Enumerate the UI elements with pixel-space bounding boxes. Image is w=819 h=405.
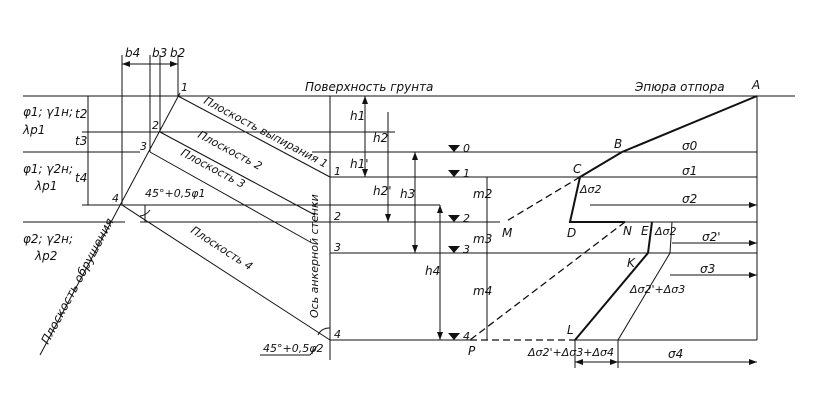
level-3: 3 xyxy=(463,243,470,256)
level-1: 1 xyxy=(463,167,470,180)
sigma-2p: σ2' xyxy=(702,230,721,244)
layer-3-label: φ2; γ2н; xyxy=(23,232,73,246)
angle-2-leader xyxy=(260,327,331,356)
sigma-1: σ1 xyxy=(682,164,697,178)
thin-line-E xyxy=(669,221,673,254)
angle-2-label: 45°+0,5φ2 xyxy=(263,342,323,355)
dim-t2: t2 xyxy=(75,107,87,121)
level-markers xyxy=(448,145,460,340)
horizontal-lines xyxy=(23,95,795,341)
level-4: 4 xyxy=(463,330,470,343)
angle-1-label: 45°+0,5φ1 xyxy=(145,187,205,200)
level-2: 2 xyxy=(463,212,470,225)
point-A: A xyxy=(751,78,760,92)
diagram-outline-upper xyxy=(568,95,758,223)
plane-1-line xyxy=(177,95,331,178)
delta-sigma-234: Δσ2'+Δσ3+Δσ4 xyxy=(527,346,614,359)
dim-t4: t4 xyxy=(75,171,87,185)
wall-point-3: 3 xyxy=(334,241,341,254)
plane-4-label: Плоскость 4 xyxy=(188,224,255,274)
wall-axis-label: Ось анкерной стенки xyxy=(308,194,321,318)
layer-1-label: φ1; γ1н; xyxy=(23,105,73,119)
dim-b3: b3 xyxy=(152,46,167,60)
layer-2-label: φ1; γ2н; xyxy=(23,162,73,176)
sigma-3: σ3 xyxy=(700,262,715,276)
point-3: 3 xyxy=(140,140,147,153)
ground-surface-label: Поверхность грунта xyxy=(305,80,433,94)
line-N-P xyxy=(469,221,626,341)
wall-point-1: 1 xyxy=(334,165,341,178)
dim-m2: m2 xyxy=(473,187,492,201)
point-E: E xyxy=(641,224,649,238)
plane-4-line xyxy=(121,204,331,341)
plane-3-line xyxy=(149,151,313,244)
sigma-0: σ0 xyxy=(682,139,698,153)
level-0: 0 xyxy=(463,142,470,155)
sigma-2: σ2 xyxy=(682,192,697,206)
point-2: 2 xyxy=(152,119,159,132)
dim-b4: b4 xyxy=(125,46,140,60)
dim-b2: b2 xyxy=(170,46,185,60)
sigma-4: σ4 xyxy=(668,347,683,361)
delta-sigma-2b: Δσ2 xyxy=(654,225,677,238)
angle-1-mark xyxy=(139,205,151,222)
point-C: C xyxy=(573,162,582,176)
dim-m3: m3 xyxy=(473,232,492,246)
dim-h4: h4 xyxy=(425,264,440,278)
thin-line-K-L xyxy=(617,252,671,341)
point-L: L xyxy=(567,323,574,337)
point-1: 1 xyxy=(181,81,188,94)
point-M: M xyxy=(502,226,513,240)
layer-3b-label: λp2 xyxy=(34,249,57,263)
dim-h1: h1 xyxy=(350,109,365,123)
delta-sigma-2: Δσ2 xyxy=(579,183,602,196)
point-K: K xyxy=(627,256,636,270)
dim-h1p: h1' xyxy=(350,157,369,171)
resistance-diagram-label: Эпюра отпора xyxy=(634,80,725,94)
wall-point-4: 4 xyxy=(334,328,341,341)
failure-plane-line xyxy=(39,92,181,356)
layer-1b-label: λp1 xyxy=(22,123,45,137)
dim-h3: h3 xyxy=(400,187,415,201)
point-B: B xyxy=(614,137,622,151)
point-D: D xyxy=(567,226,576,240)
dim-t3: t3 xyxy=(75,134,87,148)
layer-2b-label: λp1 xyxy=(34,179,57,193)
wall-point-2: 2 xyxy=(334,210,341,223)
point-P: P xyxy=(468,344,476,358)
diagram-outline-lower xyxy=(574,221,653,341)
plane-2-line xyxy=(159,131,316,216)
line-C-M xyxy=(504,176,581,223)
point-4: 4 xyxy=(112,192,119,205)
dim-h2: h2 xyxy=(373,131,388,145)
point-N: N xyxy=(623,224,632,238)
delta-sigma-23: Δσ2'+Δσ3 xyxy=(629,283,685,296)
dim-h2p: h2' xyxy=(373,184,392,198)
dim-m4: m4 xyxy=(473,284,492,298)
